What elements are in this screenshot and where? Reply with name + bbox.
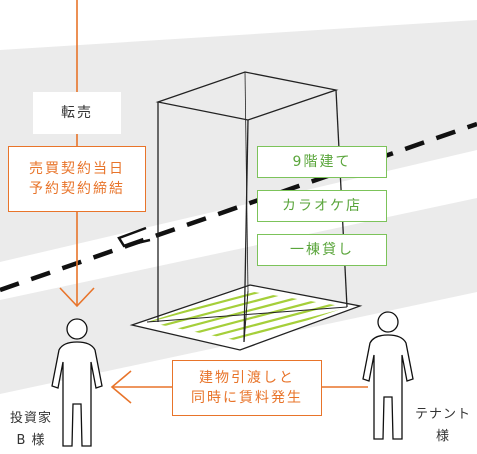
resale-label: 転売 [33, 92, 121, 134]
investor-person-icon [51, 318, 103, 447]
tenant-person-icon [362, 311, 414, 440]
lane-dash-line [0, 121, 477, 293]
handover-label: 建物引渡しと 同時に賃料発生 [172, 360, 322, 416]
floors-label: 9階建て [257, 146, 387, 178]
footprint-diagonal [146, 306, 348, 323]
road-lane [0, 150, 477, 300]
tenant-type-label: カラオケ店 [257, 190, 387, 222]
road-mark [117, 226, 151, 248]
pre-contract-label: 売買契約当日 予約契約締結 [8, 146, 146, 212]
lease-type-label: 一棟貸し [257, 234, 387, 266]
investor-label: 投資家 B 様 [9, 411, 52, 449]
tenant-label: テナント 様 [414, 407, 471, 445]
